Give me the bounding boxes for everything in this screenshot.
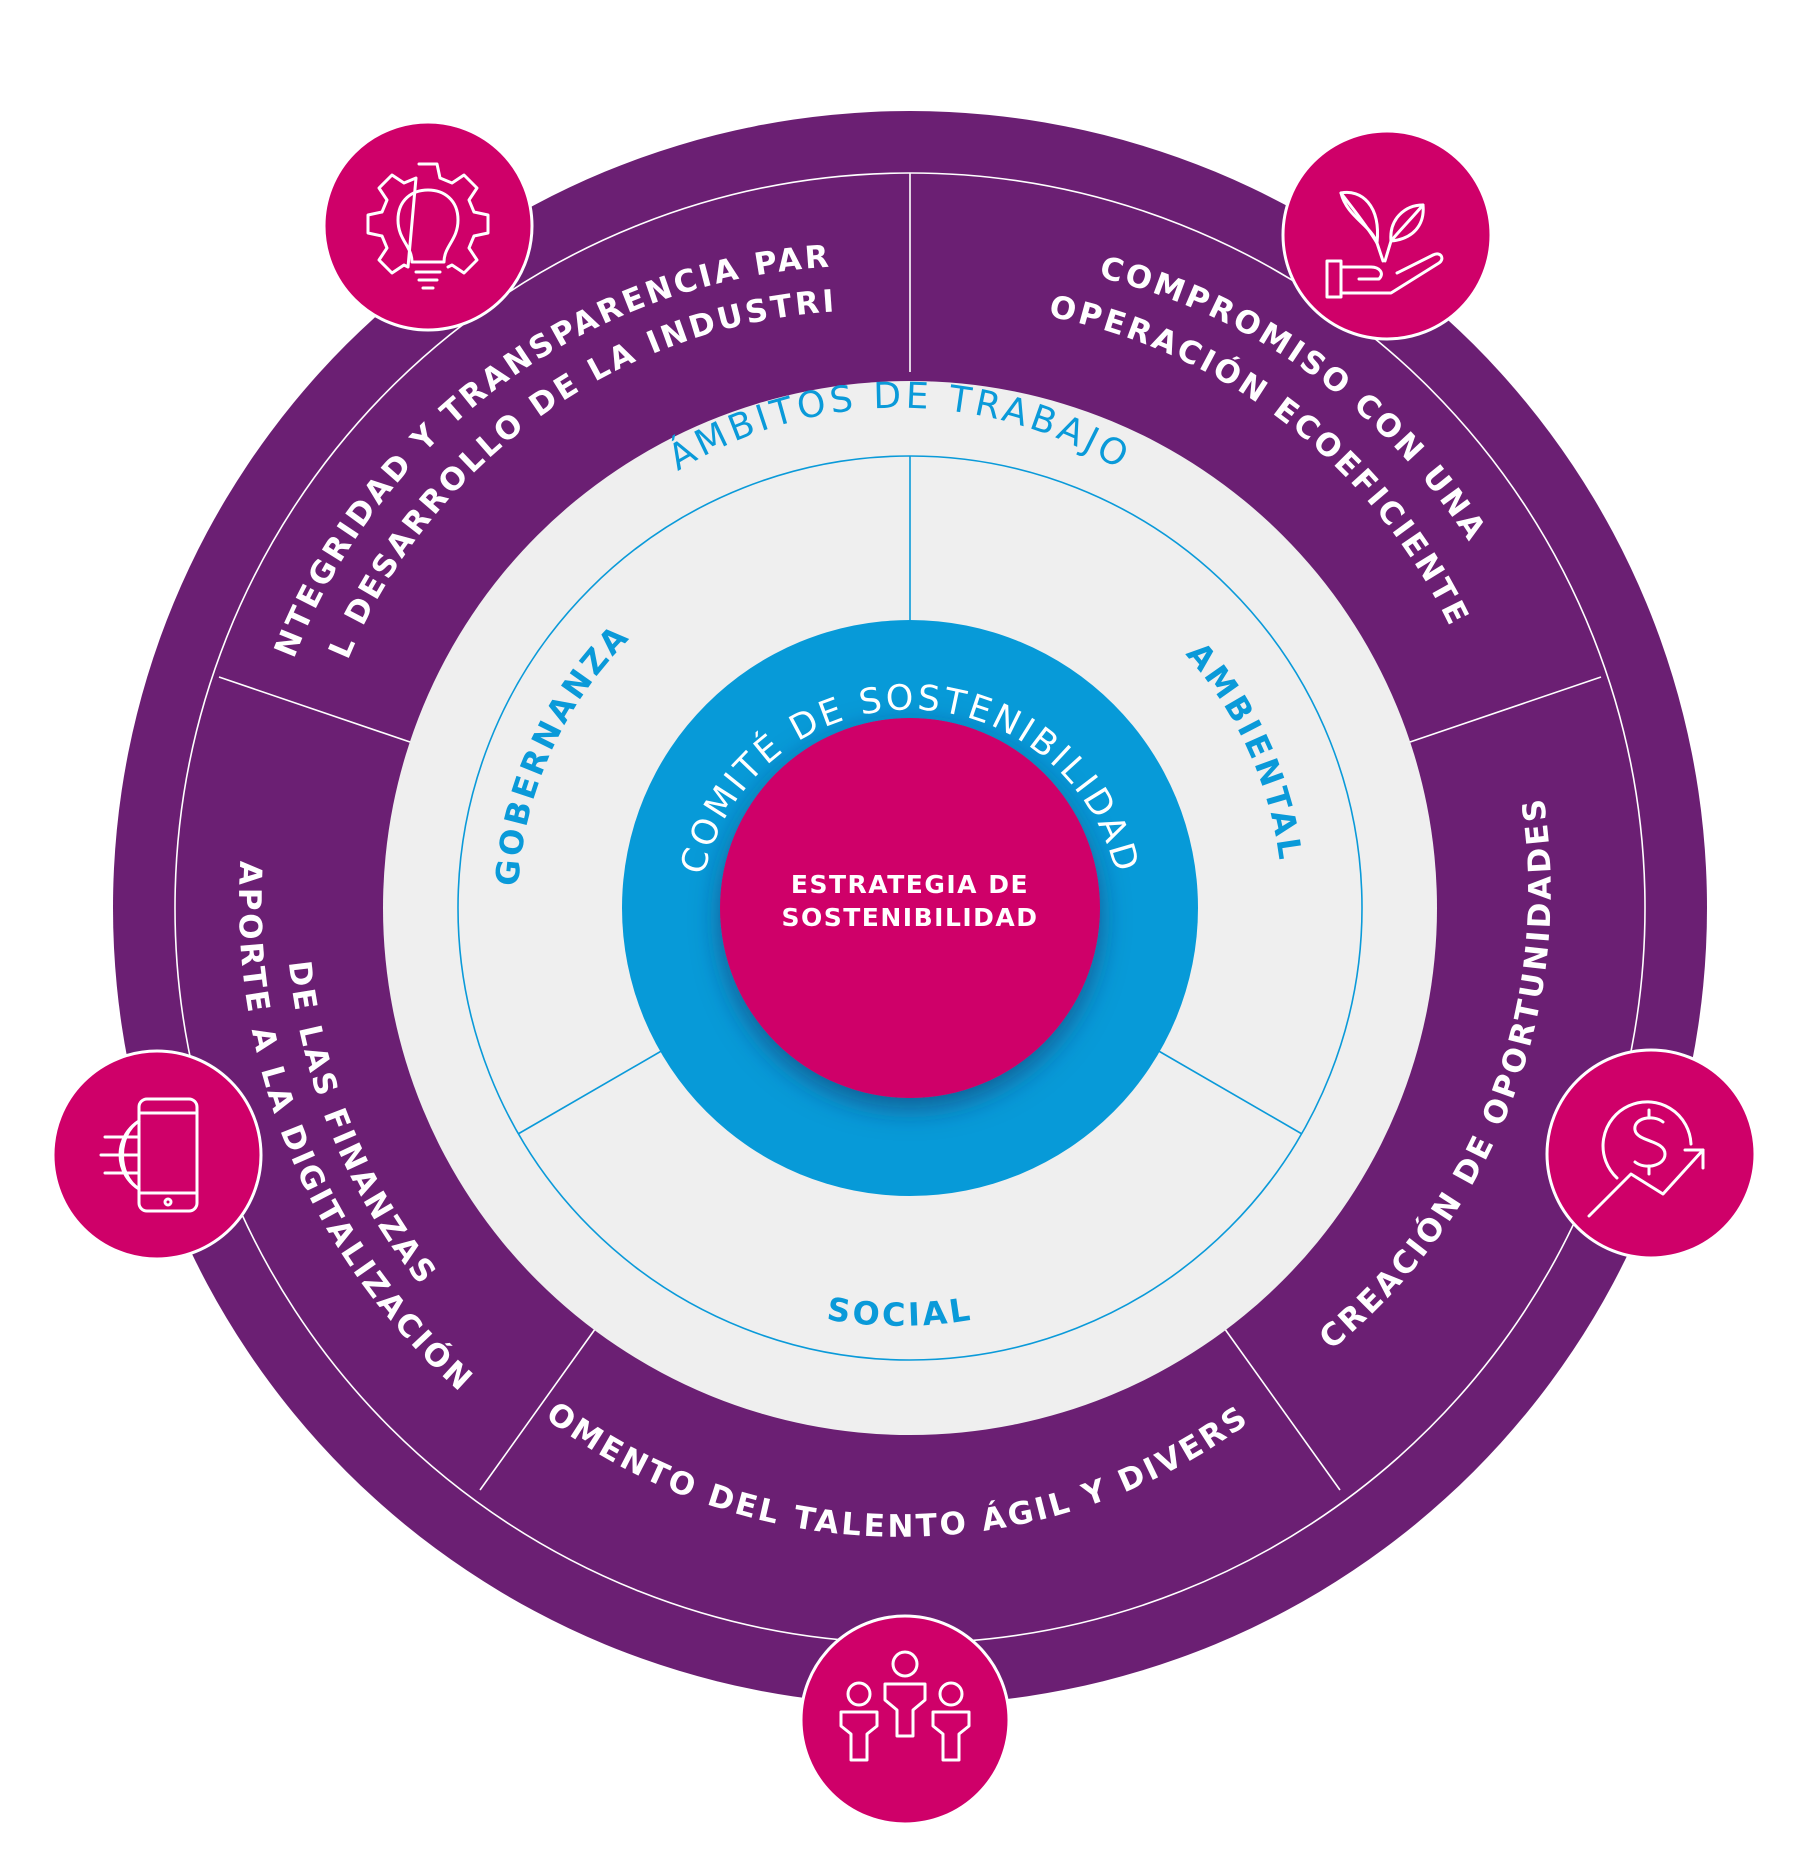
dollar-growth-icon: [1587, 1100, 1705, 1218]
core-circle: [720, 718, 1100, 1098]
core-line-2: SOSTENIBILIDAD: [781, 903, 1038, 932]
middle-divider-right: [1149, 1045, 1303, 1135]
pilares-title: PILARES: [824, 34, 996, 77]
outer-dividers: [218, 173, 1602, 1491]
badge-compromiso-circle: [1281, 129, 1493, 341]
badge-creacion-circle: [1545, 1048, 1757, 1260]
hand-plant-icon: [1325, 190, 1444, 299]
badge-aporte: [51, 1049, 263, 1261]
badge-integridad-circle: [322, 120, 534, 332]
divider-lower-right: [1221, 1324, 1341, 1491]
ambito-social: SOCIAL: [825, 1290, 975, 1334]
middle-divider-left: [517, 1045, 671, 1135]
phone-globe-icon: [99, 1097, 199, 1213]
badge-fomento: [799, 1614, 1011, 1826]
people-group-icon: [839, 1650, 971, 1762]
badge-aporte-circle: [51, 1049, 263, 1261]
middle-dividers: [517, 456, 1303, 1135]
divider-upper-left: [218, 676, 411, 743]
gear-lightbulb-icon: [366, 162, 490, 290]
badge-integridad: [322, 120, 534, 332]
divider-upper-right: [1409, 676, 1602, 743]
badge-compromiso: [1281, 129, 1493, 341]
divider-lower-left: [479, 1324, 599, 1491]
badge-creacion: [1545, 1048, 1757, 1260]
badge-fomento-circle: [799, 1614, 1011, 1826]
core-line-1: ESTRATEGIA DE: [791, 870, 1029, 899]
